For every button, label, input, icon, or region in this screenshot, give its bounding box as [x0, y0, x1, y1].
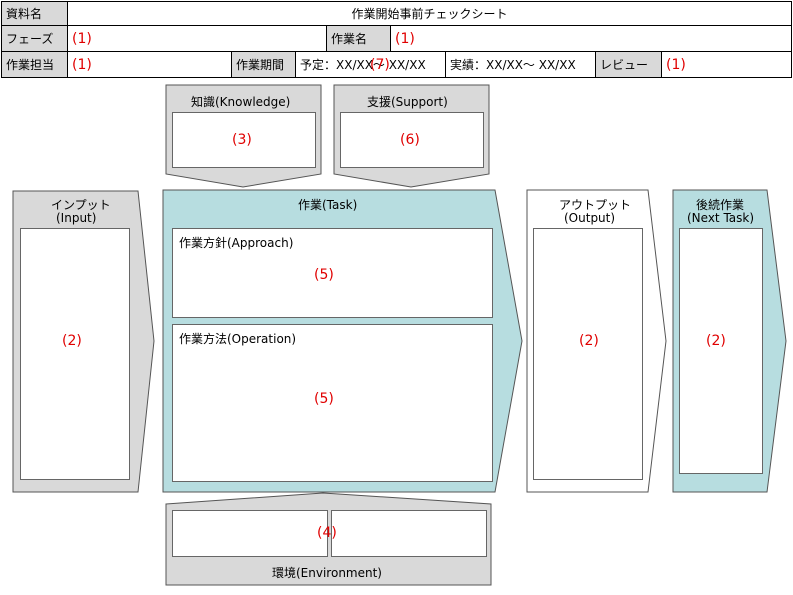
review-label: レビュー — [595, 51, 662, 78]
review-label-text: レビュー — [600, 58, 649, 72]
task-title: 作業(Task) — [298, 198, 358, 212]
period-label: 作業期間 — [231, 51, 296, 78]
planned-period-field[interactable]: 予定：XX/XX〜 XX/XX — [295, 51, 446, 78]
next-task-title: 後続作業 — [696, 198, 745, 212]
next-task-title-en: (Next Task) — [687, 211, 755, 225]
output-title-en: (Output) — [564, 211, 616, 225]
output-title: アウトプット — [559, 198, 632, 212]
input-content-box[interactable] — [20, 228, 130, 480]
operation-title: 作業方法(Operation) — [179, 332, 297, 346]
environment-title: 環境(Environment) — [272, 566, 382, 580]
approach-box[interactable] — [172, 228, 493, 318]
owner-label-text: 作業担当 — [6, 58, 55, 72]
actual-period-value: 実績：XX/XX〜 XX/XX — [450, 58, 576, 72]
phase-label: フェーズ — [1, 25, 68, 52]
period-label-text: 作業期間 — [236, 58, 285, 72]
environment-marker: (4) — [317, 525, 337, 541]
actual-period-field[interactable]: 実績：XX/XX〜 XX/XX — [445, 51, 596, 78]
input-title-en: (Input) — [56, 211, 97, 225]
sheet-title-text: 作業開始事前チェックシート — [351, 7, 508, 21]
support-title: 支援(Support) — [367, 95, 448, 109]
task-name-label-text: 作業名 — [331, 32, 368, 46]
task-name-label: 作業名 — [326, 25, 391, 52]
task-name-field[interactable]: (1) — [390, 25, 792, 52]
output-content-box[interactable] — [533, 228, 643, 480]
doc-name-label: 資料名 — [1, 1, 68, 26]
owner-field[interactable]: (1) — [67, 51, 232, 78]
owner-label: 作業担当 — [1, 51, 68, 78]
operation-marker: (5) — [314, 391, 334, 407]
approach-marker: (5) — [314, 267, 334, 283]
support-marker: (6) — [400, 132, 420, 148]
next-task-marker: (2) — [706, 333, 726, 349]
knowledge-title: 知識(Knowledge) — [191, 95, 291, 109]
doc-name-label-text: 資料名 — [6, 7, 43, 21]
output-marker: (2) — [579, 333, 599, 349]
planned-period-value: 予定：XX/XX〜 XX/XX — [300, 58, 426, 72]
next-task-content-box[interactable] — [679, 228, 763, 474]
input-title: インプット — [51, 198, 111, 212]
knowledge-marker: (3) — [232, 132, 252, 148]
period-marker: (7) — [370, 57, 390, 73]
owner-value: (1) — [72, 56, 92, 73]
knowledge-content-box[interactable] — [172, 112, 316, 168]
phase-label-text: フェーズ — [6, 32, 54, 46]
environment-box-right[interactable] — [331, 510, 487, 557]
support-content-box[interactable] — [340, 112, 484, 168]
input-marker: (2) — [62, 333, 82, 349]
operation-box[interactable] — [172, 324, 493, 482]
phase-value: (1) — [72, 30, 92, 47]
environment-box-left[interactable] — [172, 510, 328, 557]
review-value: (1) — [666, 56, 686, 73]
task-name-value: (1) — [395, 30, 415, 47]
review-field[interactable]: (1) — [661, 51, 792, 78]
approach-title: 作業方針(Approach) — [179, 236, 294, 250]
